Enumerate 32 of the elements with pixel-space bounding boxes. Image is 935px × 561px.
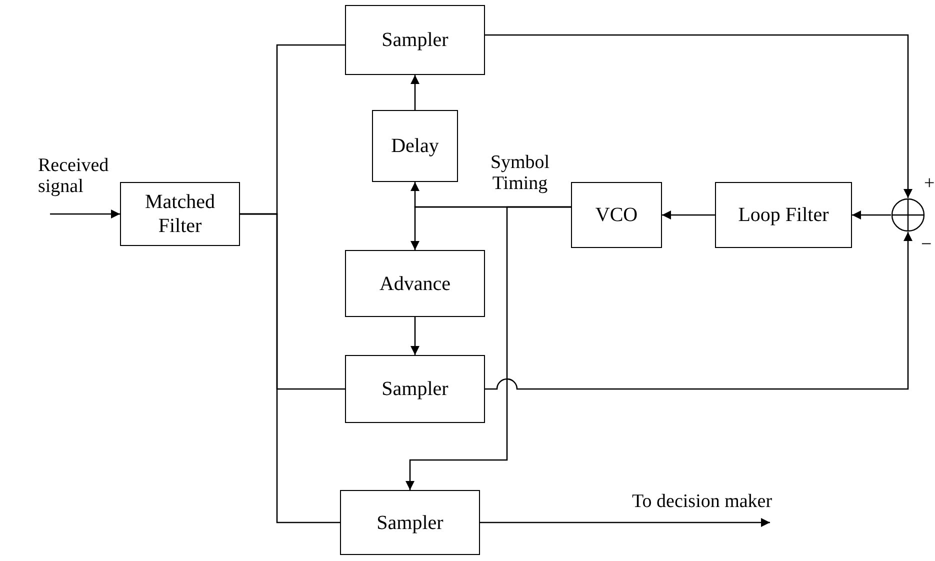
- block-box: [571, 182, 662, 248]
- block-box: [120, 182, 240, 246]
- block-box: [345, 250, 485, 317]
- arrow: [410, 317, 420, 355]
- block-box: [372, 110, 458, 182]
- arrow: [50, 210, 120, 218]
- block-label: Sampler: [376, 510, 444, 534]
- arrow: [485, 232, 912, 390]
- block-label: Loop Filter: [738, 203, 829, 227]
- block-label: Sampler: [382, 28, 448, 52]
- block-label: Advance: [379, 272, 451, 296]
- summing-junction: [891, 198, 925, 232]
- block-box: [340, 490, 480, 555]
- block-box: [345, 5, 485, 75]
- block-label: VCO: [595, 203, 638, 227]
- arrow: [480, 518, 770, 527]
- edge-label: Received signal: [38, 155, 110, 197]
- block-label: Delay: [391, 134, 439, 158]
- arrow: [485, 34, 912, 198]
- arrow: [406, 206, 571, 490]
- arrow: [852, 210, 891, 220]
- connector-line: [240, 213, 340, 524]
- sign-label: +: [924, 172, 935, 196]
- block-label: Sampler: [382, 377, 448, 401]
- sign-label: −: [921, 233, 933, 257]
- arrow: [410, 75, 420, 110]
- block-box: [345, 355, 485, 423]
- edge-label: To decision maker: [632, 491, 774, 512]
- arrow: [662, 210, 715, 220]
- signal-label: Symbol Timing: [489, 152, 551, 194]
- block-label: Matched Filter: [144, 190, 216, 238]
- block-box: [715, 182, 852, 248]
